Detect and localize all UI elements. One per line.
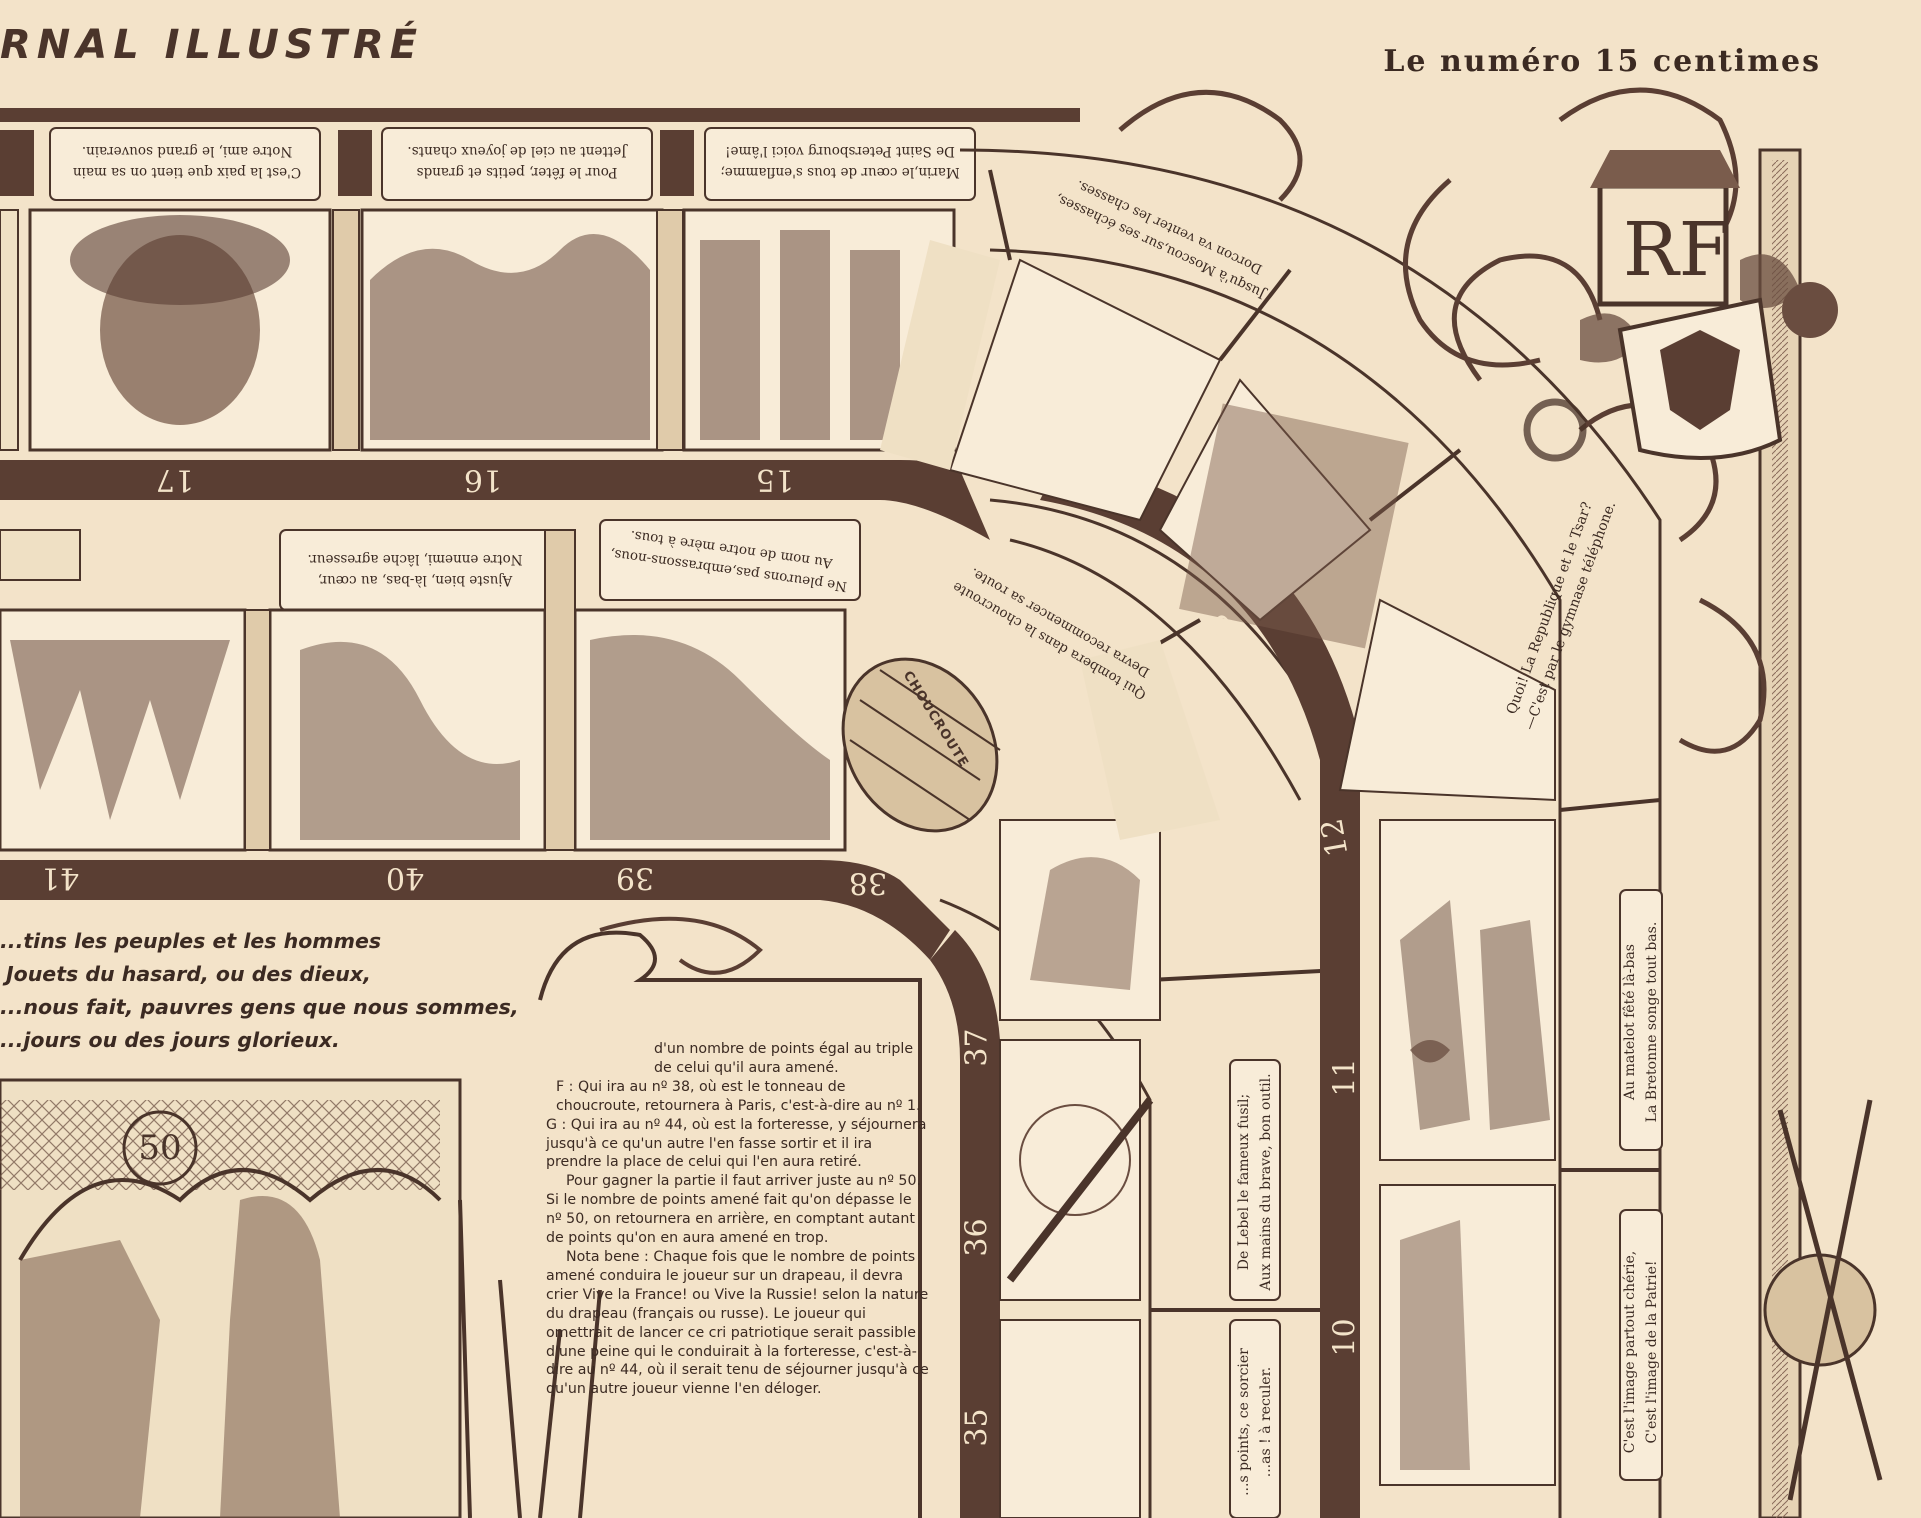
rule-g: G : Qui ira au nº 44, où est la forteres… [546,1116,927,1171]
square-number-40: 40 [385,860,425,895]
arc-number-band [1040,460,1360,1518]
caption-box-11 [1619,889,1663,1151]
medallion-50 [122,1110,198,1186]
number-band-upper [0,460,990,540]
caption-10: C'est l'image partout chérie,C'est l'ima… [1622,1250,1660,1454]
caption-15: Marin,le cœur de tous s'enflamme;De Sain… [720,143,960,180]
rule-nota-bene: Nota bene : Chaque fois que le nombre de… [546,1248,929,1398]
caption-fusil: De Lebel le fameux fusil;Aux mains du br… [1236,1073,1274,1291]
trophy-ornament [1763,1099,1883,1501]
square-number-10: 10 [1327,1318,1363,1357]
caption-sorcier: ...s points, ce sorcier...as ! à reculer… [1236,1348,1274,1496]
caption-40: Ajuste bien, là-bas, au cœur,Notre ennem… [307,551,523,588]
square-number-17: 17 [155,462,195,497]
arc-picture-panels [880,240,1556,1518]
square-number-11: 11 [1327,1058,1363,1097]
caption-box-sorcier [1229,1319,1281,1518]
price-notice: Le numéro 15 centimes [1383,44,1821,79]
arc-dividers [988,169,1661,1312]
square-number-35: 35 [959,1408,995,1447]
middle-row-panels [0,519,861,852]
rules-frame [538,930,922,1518]
square-number-39: 39 [615,860,655,895]
square-number-16: 16 [463,462,503,497]
journal-title: RNAL ILLUSTRÉ [0,22,424,68]
rule-win: Pour gagner la partie il faut arriver ju… [546,1173,921,1247]
square-number-36: 36 [959,1218,995,1257]
rule-e-continuation: d'un nombre de points égal au triple de … [654,1041,914,1076]
caption-box-fusil [1229,1059,1281,1301]
square-number-15: 15 [755,462,795,497]
game-rules: d'un nombre de points égal au triple de … [546,1040,930,1399]
square-number-41: 41 [40,860,80,895]
number-band-lower [0,860,950,960]
top-band [0,108,1080,122]
rf-shield [1597,183,1729,307]
square-number-37: 37 [959,1028,995,1067]
top-row-panels [0,127,976,452]
square-number-50: 50 [138,1128,182,1168]
alliance-engraving [0,1078,602,1518]
square-number-38: 38 [848,865,888,900]
choucroute-barrel [841,657,1001,833]
caption-box-10 [1619,1209,1663,1481]
imperial-crown-icon [1782,282,1838,338]
rule-f: F : Qui ira au nº 38, où est le tonneau … [556,1078,921,1114]
poem-verse: ...tins les peuples et les hommes Jouets… [0,929,519,1052]
rf-shield-crown [1590,150,1740,188]
inner-number-band [930,930,1000,1518]
rf-monogram: RF [1623,207,1731,293]
right-border-hatch [1772,160,1788,1518]
